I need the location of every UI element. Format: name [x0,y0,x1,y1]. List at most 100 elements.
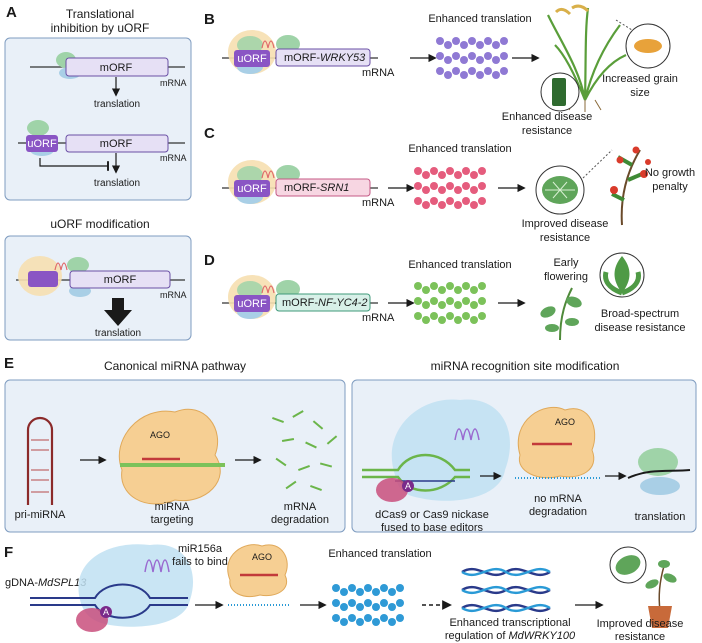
amino-acid-bead [430,167,438,175]
mrna-fragment [310,485,322,491]
peptide-chain-group [414,282,486,324]
amino-acid-bead [476,56,484,64]
orf-gene-label: mORF-NF-YC4-2 [282,297,368,309]
amino-acid-bead [484,52,492,60]
amino-acid-bead [422,171,430,179]
early-label-line2: flowering [544,271,588,283]
uorf-box [28,271,58,287]
dcas-label-line1: dCas9 or Cas9 nickase [375,509,489,521]
amino-acid-bead [438,316,446,324]
amino-acid-bead [454,301,462,309]
uorf-label: uORF [237,298,267,310]
target-dna [362,453,470,492]
amino-acid-bead [422,316,430,324]
mrna-label: mRNA [362,197,395,209]
uorf-label: uORF [237,183,267,195]
uorf-box [26,135,58,152]
disease-label-line1: Improved disease [522,218,609,230]
gdna-gene: MdSPL13 [38,577,87,589]
amino-acid-bead [460,56,468,64]
guide-rna [261,285,275,294]
zoom-line [615,19,633,31]
ribosome-large-subunit [640,477,680,495]
tomato-plant-illustration [610,146,651,226]
grain-label-line1: Increased grain [602,73,678,85]
amino-acid-bead [340,588,348,596]
amino-acid-bead [444,71,452,79]
panel-label-f: F [4,544,13,561]
deaminase-icon [100,606,112,618]
disease-label-line2: resistance [540,232,590,244]
targeting-label-line1: miRNA [155,501,190,513]
amino-acid-bead [430,197,438,205]
amino-acid-bead [476,41,484,49]
uorf-box [234,180,270,197]
amino-acid-bead [438,171,446,179]
amino-acid-bead [332,584,340,592]
amino-acid-bead [356,603,364,611]
ago-label: AGO [252,552,272,562]
amino-acid-bead [430,182,438,190]
ago-protein [118,408,221,505]
regulation-label-line1: Enhanced transcriptional [449,617,570,629]
orf-prefix: mORF- [284,52,320,64]
dna-double-helix-icons [461,567,551,613]
uorf-modification-title: uORF modification [50,217,149,231]
amino-acid-bead [462,312,470,320]
amino-acid-bead [372,618,380,626]
morf-box [275,178,371,197]
mrna-fragment [305,441,317,449]
morf-label: mORF [100,138,133,150]
amino-acid-bead [446,182,454,190]
amino-acid-bead [452,52,460,60]
amino-acid-bead [380,599,388,607]
amino-acid-bead [444,41,452,49]
panel-label-c: C [204,125,215,142]
amino-acid-bead [380,614,388,622]
amino-acid-bead [348,614,356,622]
targeting-label-line2: targeting [151,514,194,526]
amino-acid-bead [452,67,460,75]
mrna-fragment [312,420,324,430]
grain-icon [634,39,662,53]
amino-acid-bead [446,282,454,290]
amino-acid-bead [500,37,508,45]
amino-acid-bead [438,201,446,209]
regulation-label-line2: regulation of MdWRKY100 [445,630,576,642]
mir-label-line2: fails to bind [172,556,228,568]
panel-a-title-line1: Translational [66,7,134,21]
translation-label: translation [635,511,686,523]
amino-acid-bead [460,71,468,79]
dcas-label-line2: fused to base editors [381,522,484,534]
orf-prefix: mORF- [284,182,320,194]
guide-rna [261,40,275,49]
amino-acid-bead [414,282,422,290]
amino-acid-bead [364,599,372,607]
amino-acid-bead [478,297,486,305]
amino-acid-bead [460,41,468,49]
amino-acid-bead [462,182,470,190]
amino-acid-bead [478,312,486,320]
ribosome-small-subunit [638,448,678,476]
mir-label-line1: miR156a [178,543,223,555]
amino-acid-bead [478,182,486,190]
disease-label-line2: resistance [522,125,572,137]
gdna-prefix: gDNA- [5,577,38,589]
panel-label-b: B [204,11,215,28]
amino-acid-bead [396,599,404,607]
amino-acid-bead [478,167,486,175]
amino-acid-bead [470,186,478,194]
amino-acid-bead [468,37,476,45]
amino-acid-bead [436,67,444,75]
guide-rna [261,170,275,179]
morf-box [275,48,371,67]
amino-acid-bead [414,312,422,320]
amino-acid-bead [492,71,500,79]
deaminase-icon [402,480,414,492]
apple-leaf-icon [615,555,641,575]
amino-acid-bead [446,197,454,205]
orf-gene-label: mORF-SRN1 [284,182,349,194]
amino-acid-bead [356,588,364,596]
morf-label: mORF [104,274,137,286]
ago-label: AGO [150,430,170,440]
